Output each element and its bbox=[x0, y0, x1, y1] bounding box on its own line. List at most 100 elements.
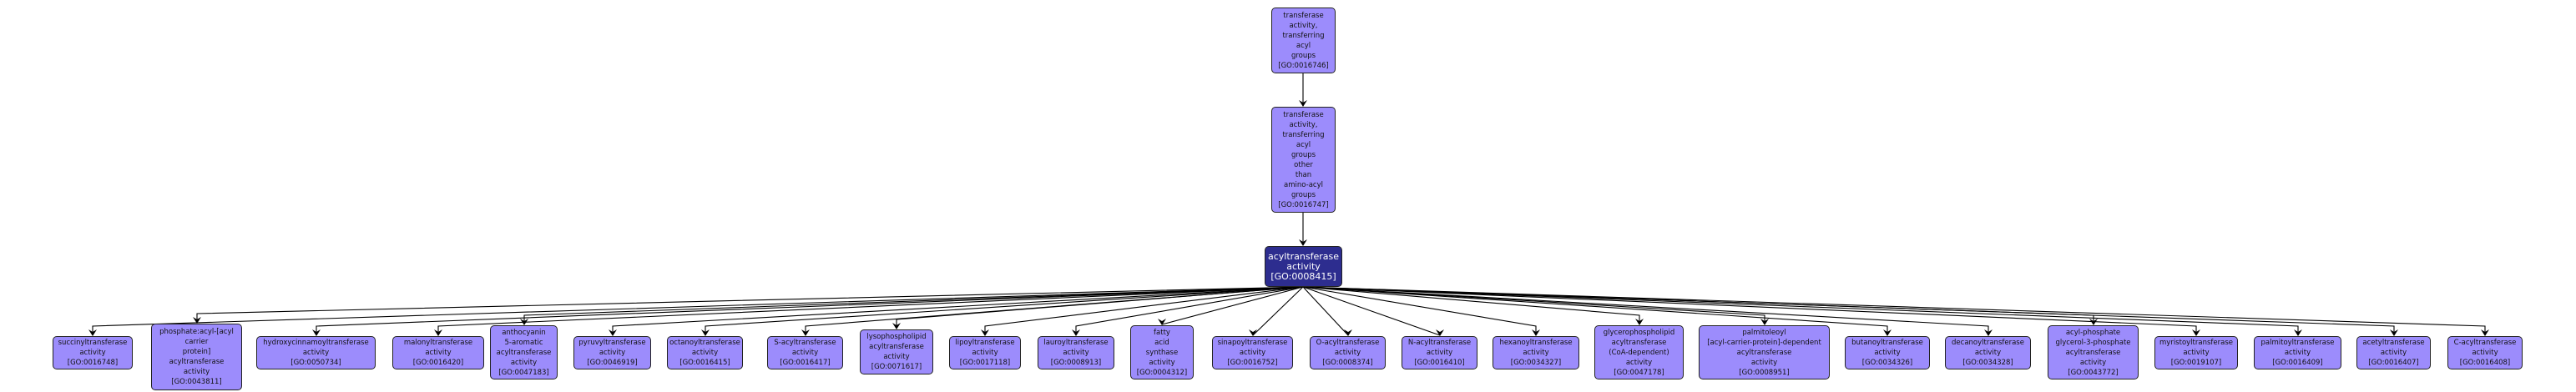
go-id-label: [GO:0017118] bbox=[959, 359, 1011, 367]
edge-focus-to-go-0016409-arrowhead bbox=[2294, 329, 2302, 336]
term-label-line: activity bbox=[79, 349, 106, 357]
term-label-line: activity bbox=[1874, 349, 1901, 357]
go-id-label: [GO:0047178] bbox=[1614, 368, 1664, 377]
edge-focus-to-go-0050734-arrowhead bbox=[312, 329, 321, 336]
term-label-line: glycerol-3-phosphate bbox=[2055, 338, 2131, 347]
term-label-line: activity bbox=[1974, 349, 2002, 357]
edge-parent-to-focus-arrowhead bbox=[1299, 239, 1307, 246]
edge-root-to-parent-arrowhead bbox=[1299, 100, 1307, 107]
edge-focus-to-go-0004312-arrowhead bbox=[1158, 319, 1166, 325]
edge-focus-to-go-0016410-arrowhead bbox=[1436, 329, 1444, 336]
term-label-line: 5-aromatic bbox=[504, 338, 543, 347]
go-id-label: [GO:0019107] bbox=[2170, 359, 2222, 367]
edge-focus-to-go-0008374 bbox=[1302, 286, 1349, 336]
term-label-line: transferase bbox=[1283, 11, 1324, 20]
term-label-line: carrier bbox=[184, 338, 209, 346]
term-label-line: activity bbox=[1149, 358, 1175, 367]
edge-focus-to-go-0008913-arrowhead bbox=[1072, 329, 1080, 336]
term-label-line: acyltransferase bbox=[2065, 348, 2121, 357]
term-label-line: decanoyltransferase bbox=[1952, 339, 2024, 347]
term-label-line: protein] bbox=[182, 348, 211, 356]
term-label-line: transferring bbox=[1282, 130, 1325, 139]
term-label-line: (CoA-dependent) bbox=[1609, 348, 1669, 357]
term-label-line: acyltransferase bbox=[169, 358, 225, 366]
go-id-label: [GO:0046919] bbox=[587, 359, 638, 367]
edge-focus-to-go-0071617-arrowhead bbox=[892, 323, 901, 329]
term-label-line: malonyltransferase bbox=[403, 339, 473, 347]
node-child-go-0008951[interactable]: palmitoleoyl[acyl-carrier-protein]-depen… bbox=[1699, 325, 1830, 379]
go-id-label: [GO:0071617] bbox=[871, 363, 922, 371]
term-label-line: synthase bbox=[1145, 348, 1179, 357]
edge-focus-to-go-0034328-arrowhead bbox=[1984, 329, 1993, 336]
go-id-label: [GO:0050734] bbox=[290, 359, 341, 367]
edge-focus-to-go-0034326-arrowhead bbox=[1883, 329, 1892, 336]
edge-focus-to-go-0046919-arrowhead bbox=[609, 329, 617, 336]
edge-focus-to-go-0008374-arrowhead bbox=[1344, 329, 1352, 336]
term-label-line: activity bbox=[183, 368, 210, 376]
term-label-line: acyl bbox=[1296, 140, 1311, 149]
term-label-line: other bbox=[1294, 160, 1313, 169]
term-label-line: acyltransferase bbox=[1736, 348, 1792, 357]
edge-focus-to-go-0047178-arrowhead bbox=[1635, 319, 1644, 325]
term-label-line: activity, bbox=[1289, 120, 1318, 129]
edge-focus-to-go-0004312 bbox=[1161, 286, 1304, 325]
term-label-line: activity bbox=[2380, 349, 2407, 357]
term-label-line: activity bbox=[972, 349, 998, 357]
go-id-label: [GO:0016746] bbox=[1278, 61, 1329, 70]
term-label-line: activity bbox=[425, 349, 452, 357]
term-label-line: acyltransferase bbox=[496, 348, 552, 357]
term-label-line: C-acyltransferase bbox=[2453, 339, 2517, 347]
go-id-label: [GO:0004312] bbox=[1136, 368, 1188, 377]
go-id-label: [GO:0043811] bbox=[171, 378, 222, 386]
term-label-line: O-acyltransferase bbox=[1316, 339, 1380, 347]
term-label-line: activity bbox=[510, 358, 538, 367]
term-label-line: transferase bbox=[1283, 110, 1324, 119]
term-label-line: palmitoyltransferase bbox=[2260, 339, 2335, 347]
term-label-line: activity bbox=[302, 349, 330, 357]
term-label-line: activity bbox=[1750, 358, 1778, 367]
edge-focus-to-go-0047183-arrowhead bbox=[520, 319, 528, 325]
go-id-label: [GO:0016415] bbox=[679, 359, 730, 367]
term-label-line: activity bbox=[1523, 349, 1549, 357]
term-label-line: than bbox=[1295, 170, 1312, 179]
term-label-line: activity bbox=[883, 353, 910, 361]
edge-focus-to-go-0016417-arrowhead bbox=[801, 329, 810, 336]
term-label-line: [acyl-carrier-protein]-dependent bbox=[1707, 338, 1821, 347]
term-label-line: lysophospholipid bbox=[866, 333, 927, 341]
term-label-line: activity bbox=[2284, 349, 2311, 357]
go-id-label: [GO:0016410] bbox=[1414, 359, 1465, 367]
edge-focus-to-go-0016410 bbox=[1302, 286, 1441, 336]
edge-focus-to-go-0016752 bbox=[1252, 286, 1304, 336]
edge-focus-to-go-0016420-arrowhead bbox=[434, 329, 442, 336]
go-id-label: [GO:0043772] bbox=[2068, 368, 2119, 377]
edge-focus-to-go-0046919 bbox=[612, 286, 1304, 335]
